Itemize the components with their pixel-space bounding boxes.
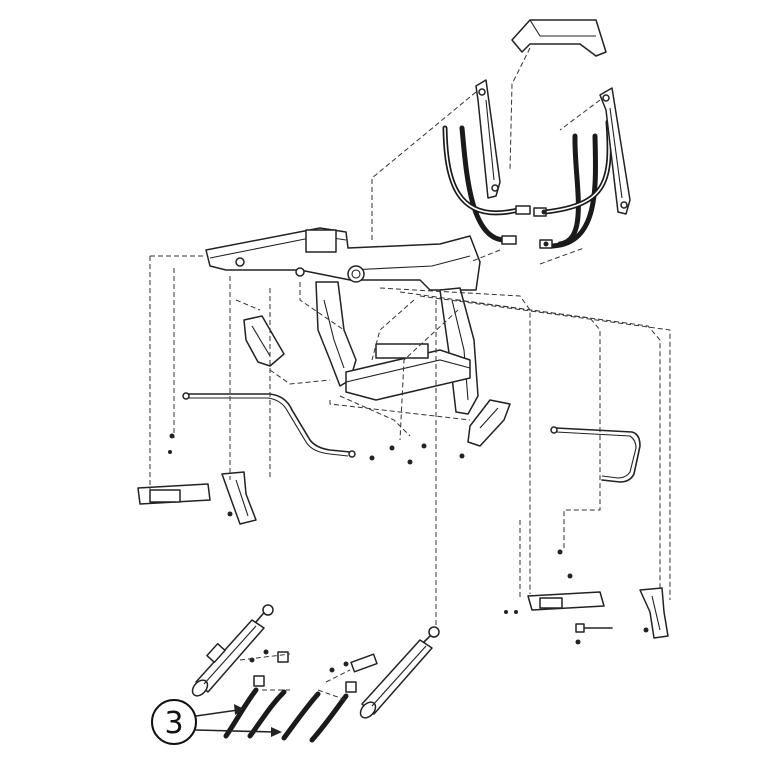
upper-hose-set	[442, 119, 612, 249]
hardware-fasteners	[168, 433, 649, 645]
left-gusset-plate	[243, 315, 285, 367]
callout-number: 3	[164, 706, 183, 741]
left-lift-cylinder	[191, 604, 274, 697]
right-lift-cylinder	[350, 626, 440, 719]
right-mounting-plate	[527, 591, 605, 611]
left-mounting-bracket	[221, 471, 257, 525]
right-gusset-plate	[467, 399, 511, 447]
upper-right-valve-bracket	[599, 87, 631, 215]
callout-arrow-upper	[195, 709, 239, 717]
callout-3: 3	[151, 699, 282, 745]
right-steel-line	[550, 426, 641, 483]
left-steel-line	[182, 392, 356, 458]
hose-fittings	[501, 205, 553, 249]
right-bolt	[575, 623, 613, 633]
assembly-leader-lines	[149, 47, 671, 630]
upper-left-valve-bracket	[475, 79, 501, 199]
callout-arrow-lower	[195, 729, 275, 733]
main-frame	[205, 227, 481, 415]
top-cover-plate	[511, 19, 607, 57]
callout-circle	[151, 699, 197, 745]
left-mounting-plate	[137, 483, 211, 505]
lower-hose-set	[223, 649, 357, 743]
right-mounting-bracket	[639, 587, 669, 639]
lower-leader-lines	[239, 653, 351, 701]
